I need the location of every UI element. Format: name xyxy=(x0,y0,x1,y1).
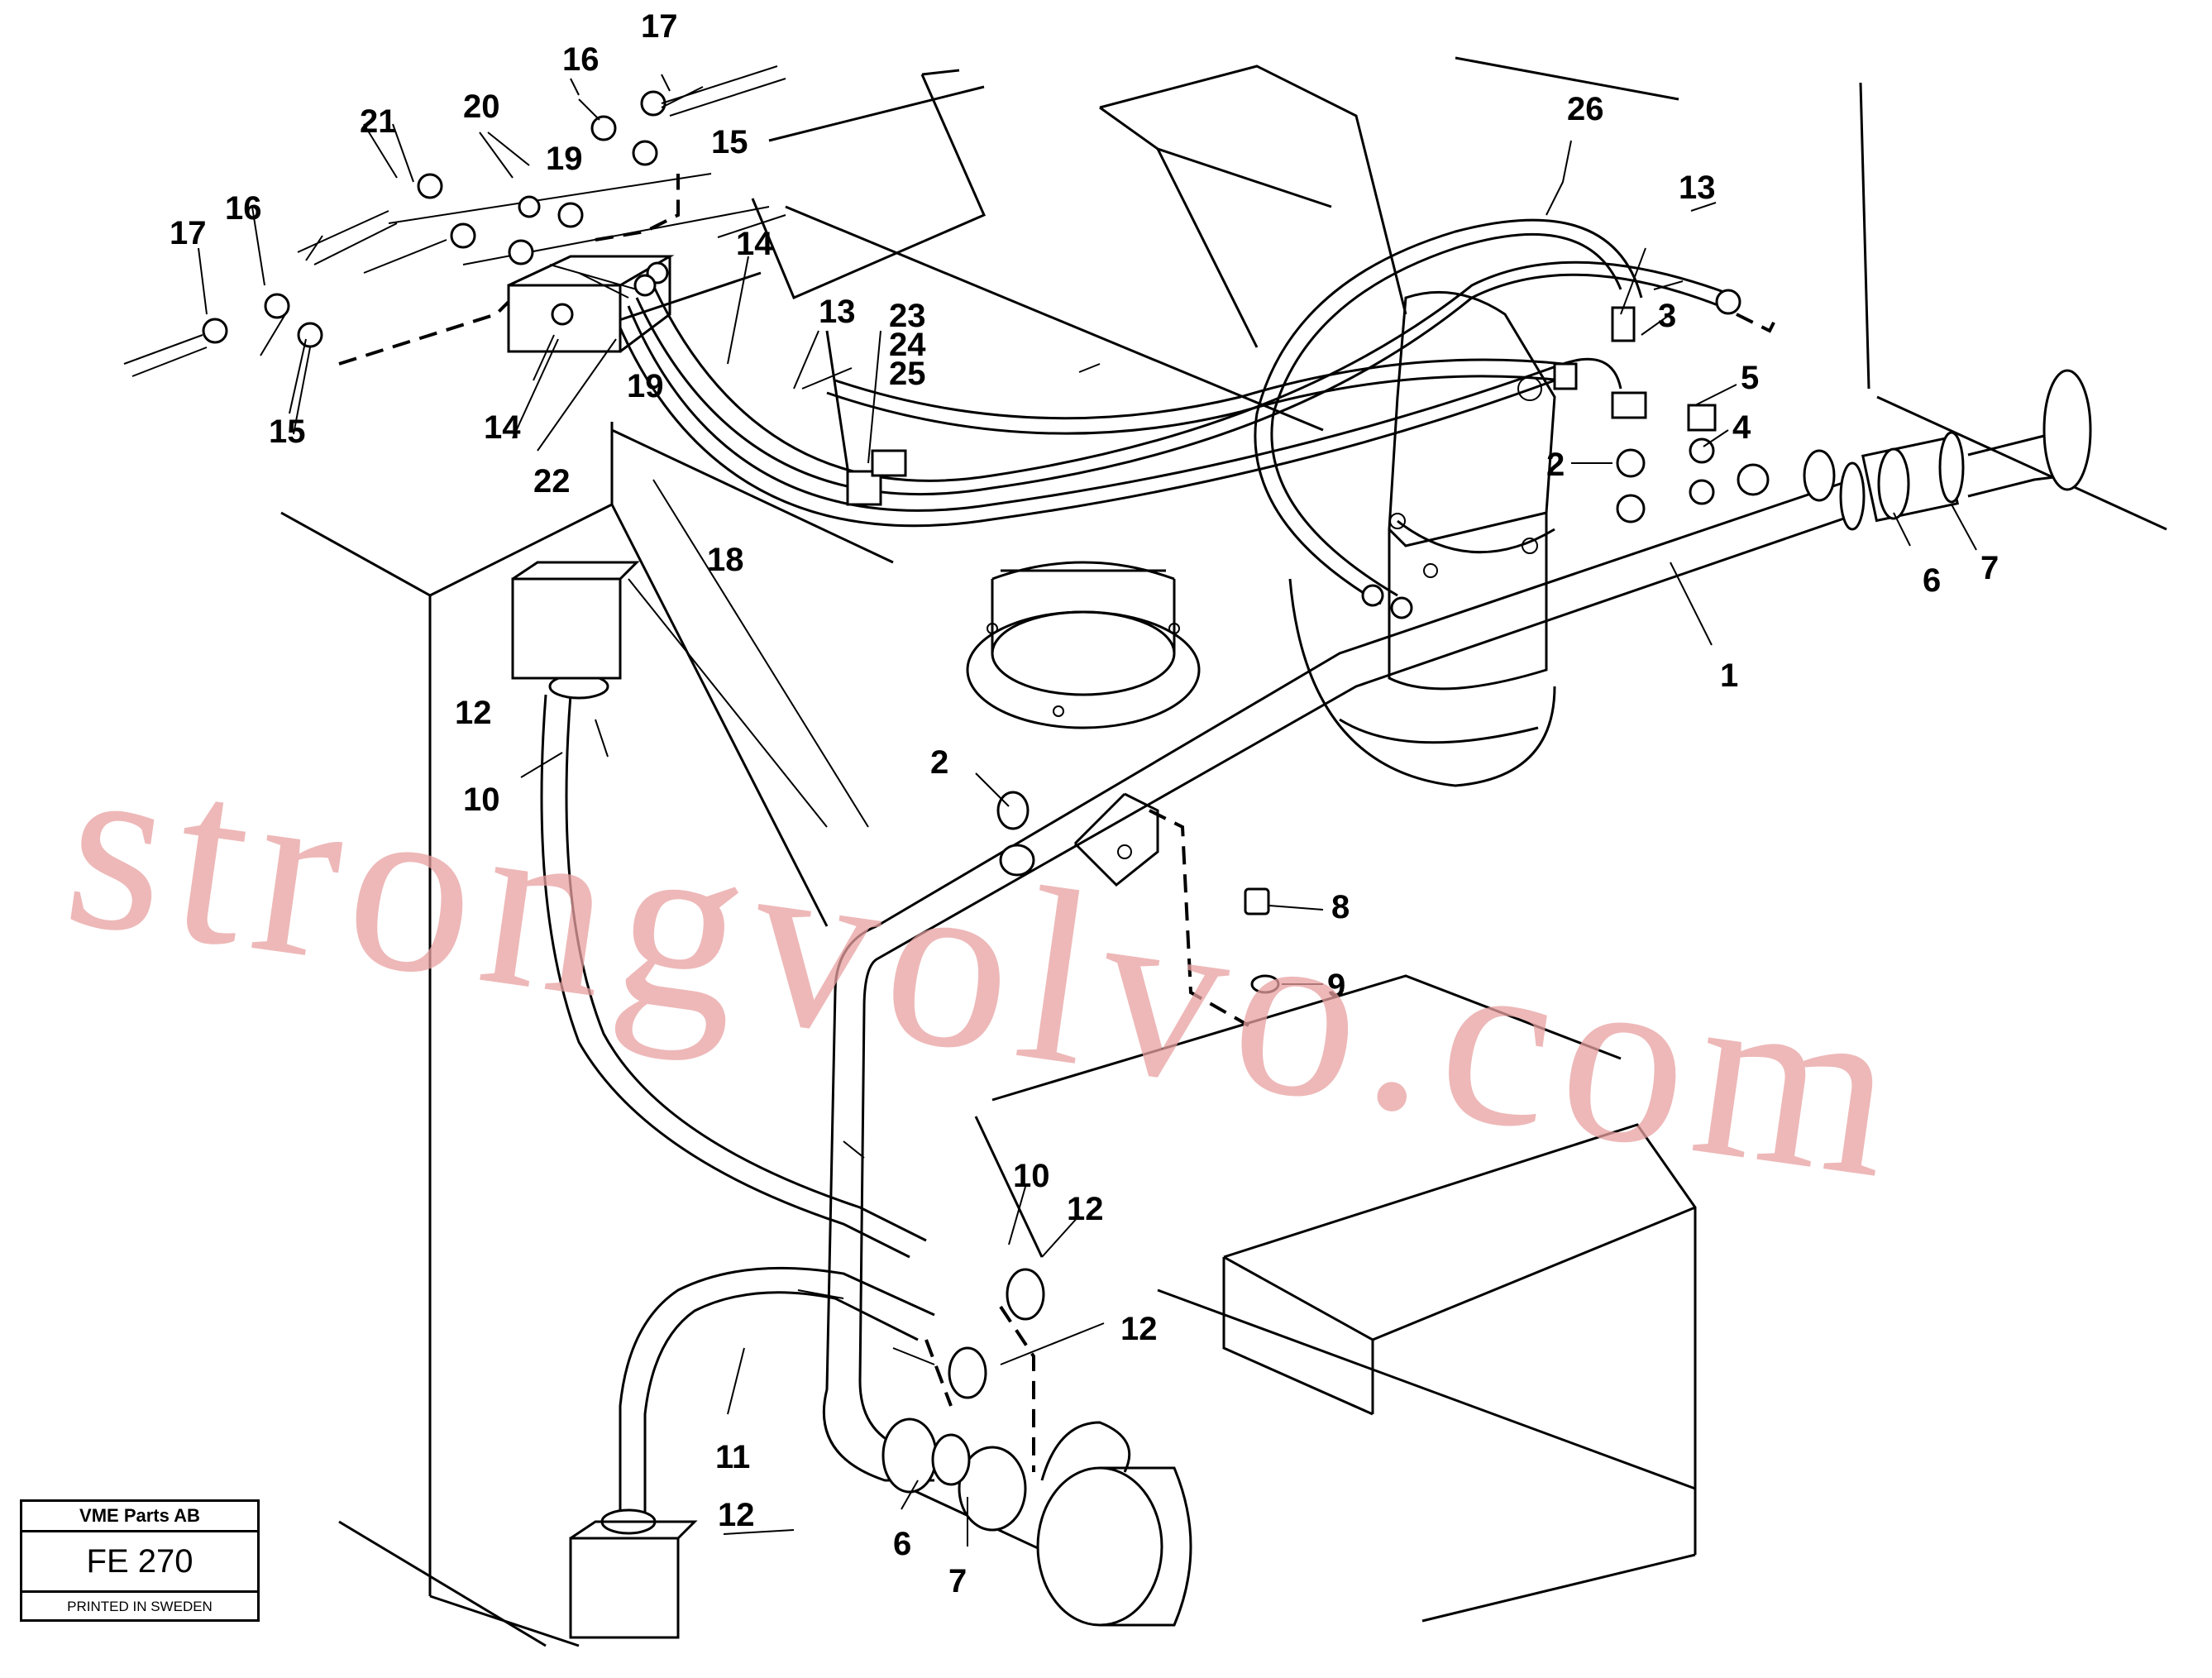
pedestal-mount xyxy=(966,561,1201,729)
callout-18: 18 xyxy=(707,542,744,578)
leader-lines xyxy=(198,74,1977,1547)
callout-2: 2 xyxy=(1546,447,1565,483)
callout-6: 6 xyxy=(1923,562,1941,599)
callout-6: 6 xyxy=(893,1526,911,1562)
callout-4: 4 xyxy=(1732,409,1751,446)
callout-12: 12 xyxy=(455,695,492,731)
callout-23: 23 xyxy=(889,298,926,334)
callout-24: 24 xyxy=(889,327,926,363)
callout-14: 14 xyxy=(484,409,521,446)
title-block-drawing-id: FE 270 xyxy=(22,1532,257,1593)
callout-9: 9 xyxy=(1327,968,1345,1004)
callout-7: 7 xyxy=(1980,550,1999,586)
callout-20: 20 xyxy=(463,88,500,125)
callout-26: 26 xyxy=(1567,91,1604,127)
callout-13: 13 xyxy=(819,294,856,330)
callout-22: 22 xyxy=(533,463,571,500)
callout-7: 7 xyxy=(948,1563,967,1599)
callout-1: 1 xyxy=(1720,657,1738,694)
hose-clamps xyxy=(511,561,1045,1639)
callout-21: 21 xyxy=(360,103,397,140)
lower-pump xyxy=(881,1417,1192,1627)
callout-15: 15 xyxy=(711,124,748,160)
distribution-block xyxy=(507,255,675,353)
title-block: VME Parts AB FE 270 PRINTED IN SWEDEN xyxy=(20,1499,260,1622)
callout-19: 19 xyxy=(627,368,664,404)
callout-13: 13 xyxy=(1679,170,1716,206)
callout-labels: 1 2 2 3 4 5 6 6 7 7 8 9 10 10 11 12 12 1… xyxy=(170,8,1999,1599)
fittings xyxy=(123,65,1770,994)
callout-17: 17 xyxy=(641,8,678,45)
main-pipe xyxy=(822,369,2092,1482)
hydraulic-motor xyxy=(1288,290,1556,787)
callout-16: 16 xyxy=(225,190,262,227)
callout-3: 3 xyxy=(1658,298,1676,334)
callout-10: 10 xyxy=(463,782,500,818)
callout-12: 12 xyxy=(1120,1311,1158,1347)
callout-25: 25 xyxy=(889,356,926,392)
callout-2: 2 xyxy=(930,744,948,781)
callout-12: 12 xyxy=(718,1497,755,1533)
hoses xyxy=(338,174,1780,1522)
callout-10: 10 xyxy=(1013,1158,1050,1194)
callout-16: 16 xyxy=(562,41,600,78)
callout-15: 15 xyxy=(269,414,306,450)
callout-5: 5 xyxy=(1741,360,1759,396)
title-block-printed: PRINTED IN SWEDEN xyxy=(67,1599,213,1614)
callout-19: 19 xyxy=(546,141,583,177)
title-block-company: VME Parts AB xyxy=(22,1502,257,1532)
callout-12: 12 xyxy=(1067,1191,1104,1227)
callout-17: 17 xyxy=(170,215,207,251)
callout-11: 11 xyxy=(715,1439,750,1475)
watermark-text: strongvolvo.com xyxy=(52,702,1920,1231)
callout-14: 14 xyxy=(736,226,773,262)
callout-8: 8 xyxy=(1331,889,1350,925)
